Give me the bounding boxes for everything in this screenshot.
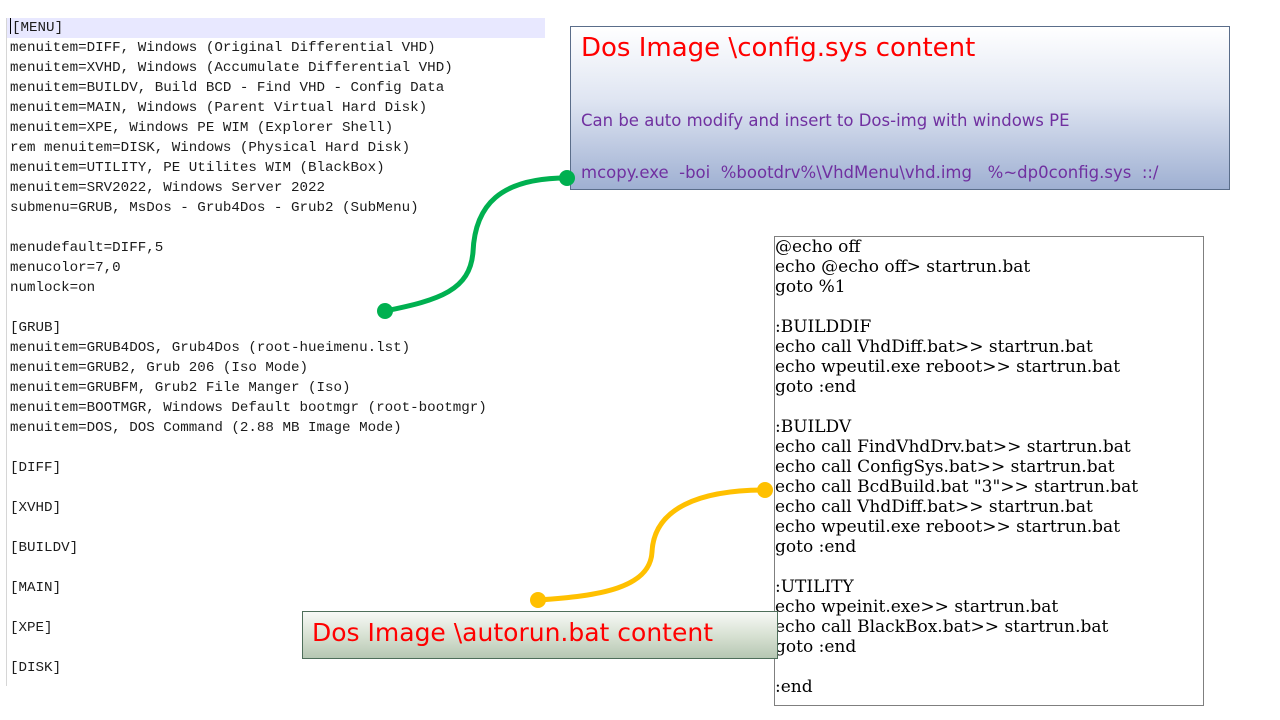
config-line [7, 438, 545, 458]
config-callout-command: mcopy.exe -boi %bootdrv%\VhdMenu\vhd.img… [581, 163, 1159, 182]
config-line: [MAIN] [7, 578, 545, 598]
autorun-line: @echo off [775, 237, 861, 257]
yellow-connector-start-dot [757, 482, 773, 498]
autorun-line [775, 657, 1203, 677]
config-line: rem menuitem=DISK, Windows (Physical Har… [7, 138, 545, 158]
autorun-line: echo call FindVhdDrv.bat>> startrun.bat [775, 437, 1131, 457]
config-line: menuitem=BOOTMGR, Windows Default bootmg… [7, 398, 545, 418]
config-line-current: [MENU] [7, 18, 545, 38]
config-line-text: [XVHD] [10, 500, 62, 516]
config-line-text: [XPE] [10, 620, 53, 636]
config-line [7, 558, 545, 578]
config-line-text: numlock=on [10, 280, 96, 296]
config-sys-callout: Dos Image \config.sys content Can be aut… [570, 26, 1230, 190]
config-line-text: menuitem=GRUBFM, Grub2 File Manger (Iso) [10, 380, 351, 396]
autorun-line: echo call VhdDiff.bat>> startrun.bat [775, 337, 1093, 357]
autorun-line: goto :end [775, 637, 857, 657]
config-line: [XVHD] [7, 498, 545, 518]
config-line: menuitem=UTILITY, PE Utilites WIM (Black… [7, 158, 545, 178]
config-line-text: [DISK] [10, 660, 62, 676]
config-line-text: rem menuitem=DISK, Windows (Physical Har… [10, 140, 411, 156]
config-line-text: [MAIN] [10, 580, 62, 596]
config-line-text: menuitem=XVHD, Windows (Accumulate Diffe… [10, 60, 453, 76]
config-line-text: [MENU] [12, 20, 64, 36]
config-line [7, 218, 545, 238]
yellow-connector-line [535, 487, 768, 603]
autorun-line: goto :end [775, 377, 857, 397]
config-line: menucolor=7,0 [7, 258, 545, 278]
autorun-line: echo call ConfigSys.bat>> startrun.bat [775, 457, 1115, 477]
autorun-line [775, 297, 1203, 317]
autorun-line: echo @echo off> startrun.bat [775, 257, 1031, 277]
config-line: [GRUB] [7, 318, 545, 338]
config-line-text: menuitem=SRV2022, Windows Server 2022 [10, 180, 326, 196]
config-line: submenu=GRUB, MsDos - Grub4Dos - Grub2 (… [7, 198, 545, 218]
autorun-line: echo call BcdBuild.bat "3">> startrun.ba… [775, 477, 1139, 497]
config-line-text: submenu=GRUB, MsDos - Grub4Dos - Grub2 (… [10, 200, 419, 216]
config-line: menuitem=GRUBFM, Grub2 File Manger (Iso) [7, 378, 545, 398]
config-line: menuitem=MAIN, Windows (Parent Virtual H… [7, 98, 545, 118]
config-line-text: [DIFF] [10, 460, 62, 476]
config-line-text: [GRUB] [10, 320, 62, 336]
config-line-text: menuitem=BOOTMGR, Windows Default bootmg… [10, 400, 487, 416]
autorun-line [775, 397, 1203, 417]
autorun-line: goto :end [775, 537, 857, 557]
config-line-text: menuitem=GRUB4DOS, Grub4Dos (root-hueime… [10, 340, 411, 356]
autorun-line: :BUILDV [775, 417, 852, 437]
config-line: menuitem=DOS, DOS Command (2.88 MB Image… [7, 418, 545, 438]
config-line: menuitem=DIFF, Windows (Original Differe… [7, 38, 545, 58]
autorun-line: echo call VhdDiff.bat>> startrun.bat [775, 497, 1093, 517]
config-line: menuitem=XPE, Windows PE WIM (Explorer S… [7, 118, 545, 138]
config-callout-title: Dos Image \config.sys content [581, 33, 976, 63]
autorun-line: :BUILDDIF [775, 317, 872, 337]
autorun-line: echo call BlackBox.bat>> startrun.bat [775, 617, 1109, 637]
config-line-text: menucolor=7,0 [10, 260, 121, 276]
config-line: menuitem=BUILDV, Build BCD - Find VHD - … [7, 78, 545, 98]
autorun-line: echo wpeinit.exe>> startrun.bat [775, 597, 1059, 617]
autorun-line: echo wpeutil.exe reboot>> startrun.bat [775, 517, 1121, 537]
autorun-line: :UTILITY [775, 577, 854, 597]
config-line-text: menuitem=MAIN, Windows (Parent Virtual H… [10, 100, 428, 116]
config-line: [XPE] [7, 618, 545, 638]
config-line: [DIFF] [7, 458, 545, 478]
config-line: numlock=on [7, 278, 545, 298]
config-line-text: menuitem=XPE, Windows PE WIM (Explorer S… [10, 120, 394, 136]
config-line: [BUILDV] [7, 538, 545, 558]
config-line: menuitem=GRUB2, Grub 206 (Iso Mode) [7, 358, 545, 378]
config-line: [DISK] [7, 658, 545, 678]
autorun-line: echo wpeutil.exe reboot>> startrun.bat [775, 357, 1121, 377]
config-line-text: menuitem=DOS, DOS Command (2.88 MB Image… [10, 420, 402, 436]
config-line-text: menudefault=DIFF,5 [10, 240, 164, 256]
config-callout-description: Can be auto modify and insert to Dos-img… [581, 111, 1070, 130]
config-line-text: menuitem=UTILITY, PE Utilites WIM (Black… [10, 160, 385, 176]
autorun-callout-title: Dos Image \autorun.bat content [312, 618, 714, 647]
config-sys-editor: [MENU] menuitem=DIFF, Windows (Original D… [6, 18, 545, 686]
config-line-text: menuitem=DIFF, Windows (Original Differe… [10, 40, 436, 56]
config-line [7, 298, 545, 318]
config-line: menuitem=GRUB4DOS, Grub4Dos (root-hueime… [7, 338, 545, 358]
config-line: menuitem=XVHD, Windows (Accumulate Diffe… [7, 58, 545, 78]
autorun-line: goto %1 [775, 277, 846, 297]
config-line: menudefault=DIFF,5 [7, 238, 545, 258]
autorun-bat-callout: Dos Image \autorun.bat content [302, 611, 778, 659]
config-line-text: [BUILDV] [10, 540, 79, 556]
config-line [7, 478, 545, 498]
config-line: menuitem=SRV2022, Windows Server 2022 [7, 178, 545, 198]
text-cursor [10, 18, 11, 34]
config-line-text: menuitem=GRUB2, Grub 206 (Iso Mode) [10, 360, 308, 376]
autorun-line [775, 557, 1203, 577]
config-line-text: menuitem=BUILDV, Build BCD - Find VHD - … [10, 80, 445, 96]
autorun-line: :end [775, 677, 813, 697]
config-line [7, 518, 545, 538]
